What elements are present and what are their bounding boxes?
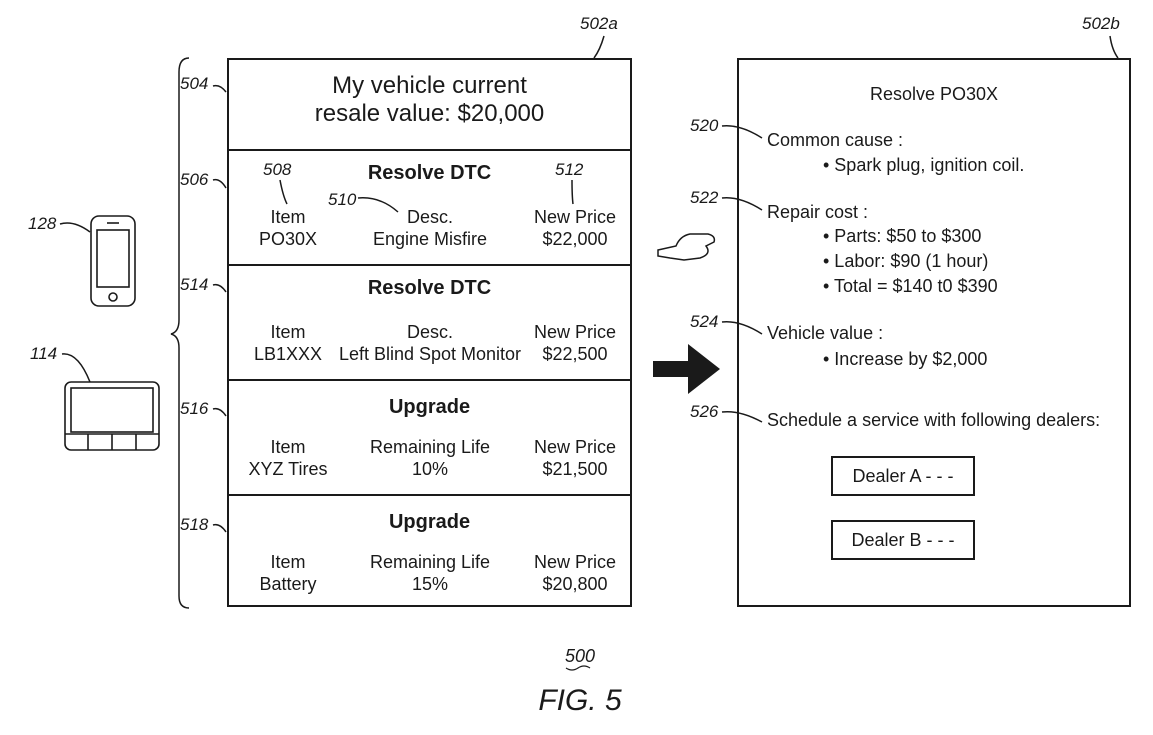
description-header: Desc. <box>406 322 453 342</box>
figure-number: 500 <box>564 646 596 666</box>
item-column: Item PO30X <box>208 206 368 250</box>
new-price-column: New Price $21,500 <box>495 436 655 480</box>
row-divider <box>229 149 630 151</box>
dealer-a-button[interactable]: Dealer A - - - <box>831 456 975 496</box>
ref-504: 504 <box>180 74 209 93</box>
list-item-upgrade-tires[interactable]: Upgrade Item XYZ Tires Remaining Life 10… <box>229 380 630 495</box>
item-value: LB1XXX <box>253 344 323 364</box>
description-value: Left Blind Spot Monitor <box>338 344 522 364</box>
new-price-column: New Price $22,500 <box>495 321 655 365</box>
row-title: Resolve DTC <box>367 277 492 299</box>
row-title: Resolve DTC <box>367 162 492 184</box>
new-price-column: New Price $20,800 <box>495 551 655 595</box>
ref-128: 128 <box>28 214 57 233</box>
ref-526: 526 <box>690 402 719 421</box>
item-column: Item XYZ Tires <box>208 436 368 480</box>
item-header: Item <box>270 552 306 572</box>
ref-522: 522 <box>690 188 719 207</box>
dtc-detail-screen: Resolve PO30X Common cause : • Spark plu… <box>737 58 1131 607</box>
brace-icon <box>170 57 190 609</box>
item-column: Item Battery <box>208 551 368 595</box>
repair-labor: • Labor: $90 (1 hour) <box>823 251 989 271</box>
new-price-value: $21,500 <box>542 459 608 479</box>
phone-icon <box>90 215 136 307</box>
row-divider <box>229 379 630 381</box>
item-value: PO30X <box>258 229 318 249</box>
list-item-resolve-dtc-lb1xxx[interactable]: Resolve DTC Item LB1XXX Desc. Left Blind… <box>229 265 630 380</box>
new-price-header: New Price <box>533 207 617 227</box>
ref-506: 506 <box>180 170 209 189</box>
ref-518: 518 <box>180 515 209 534</box>
list-item-resolve-dtc-po30x[interactable]: Resolve DTC Item PO30X Desc. Engine Misf… <box>229 150 630 265</box>
remaining-life-value: 15% <box>411 574 449 594</box>
new-price-header: New Price <box>533 437 617 457</box>
item-value: Battery <box>259 574 317 594</box>
item-header: Item <box>270 207 306 227</box>
common-cause-item: • Spark plug, ignition coil. <box>823 155 1025 175</box>
remaining-life-column: Remaining Life 10% <box>350 436 510 480</box>
resale-value-text: My vehicle current resale value: $20,000 <box>229 72 630 128</box>
item-column: Item LB1XXX <box>208 321 368 365</box>
ref-514: 514 <box>180 275 209 294</box>
remaining-life-value: 10% <box>411 459 449 479</box>
item-header: Item <box>270 322 306 342</box>
detail-title: Resolve PO30X <box>869 84 999 104</box>
new-price-header: New Price <box>533 552 617 572</box>
new-price-header: New Price <box>533 322 617 342</box>
right-arrow-icon <box>653 344 720 394</box>
description-column: Desc. Engine Misfire <box>350 206 510 250</box>
ref-516: 516 <box>180 399 209 418</box>
description-value: Engine Misfire <box>372 229 488 249</box>
description-column: Desc. Left Blind Spot Monitor <box>315 321 545 365</box>
new-price-value: $20,800 <box>542 574 608 594</box>
new-price-column: New Price $22,000 <box>495 206 655 250</box>
remaining-life-header: Remaining Life <box>369 552 491 572</box>
common-cause-label: Common cause : <box>767 130 904 150</box>
resale-line-1: My vehicle current <box>332 72 527 99</box>
repair-cost-label: Repair cost : <box>767 202 869 222</box>
item-value: XYZ Tires <box>248 459 328 479</box>
row-divider <box>229 494 630 496</box>
new-price-value: $22,000 <box>542 229 608 249</box>
description-header: Desc. <box>406 207 453 227</box>
new-price-value: $22,500 <box>542 344 608 364</box>
repair-parts: • Parts: $50 to $300 <box>823 226 982 246</box>
dealer-b-button[interactable]: Dealer B - - - <box>831 520 975 560</box>
remaining-life-column: Remaining Life 15% <box>350 551 510 595</box>
vehicle-value-item: • Increase by $2,000 <box>823 349 988 369</box>
hand-pointer-icon <box>657 233 716 261</box>
ref-520: 520 <box>690 116 719 135</box>
ref-512: 512 <box>555 160 584 179</box>
resale-value-panel: My vehicle current resale value: $20,000 <box>229 60 630 150</box>
ref-508: 508 <box>263 160 292 179</box>
vehicle-value-screen: My vehicle current resale value: $20,000… <box>227 58 632 607</box>
vehicle-value-label: Vehicle value : <box>767 323 884 343</box>
list-item-upgrade-battery[interactable]: Upgrade Item Battery Remaining Life 15% … <box>229 495 630 605</box>
row-title: Upgrade <box>388 511 471 533</box>
tablet-icon <box>64 381 160 451</box>
ref-114: 114 <box>30 344 58 363</box>
ref-502b: 502b <box>1082 14 1120 33</box>
schedule-label: Schedule a service with following dealer… <box>767 410 1101 430</box>
repair-total: • Total = $140 t0 $390 <box>823 276 998 296</box>
figure-caption: FIG. 5 <box>538 684 622 717</box>
item-header: Item <box>270 437 306 457</box>
ref-502a: 502a <box>580 14 618 33</box>
row-divider <box>229 264 630 266</box>
row-title: Upgrade <box>388 396 471 418</box>
ref-524: 524 <box>690 312 719 331</box>
resale-line-2: resale value: $20,000 <box>314 100 545 127</box>
remaining-life-header: Remaining Life <box>369 437 491 457</box>
ref-510: 510 <box>328 190 357 209</box>
